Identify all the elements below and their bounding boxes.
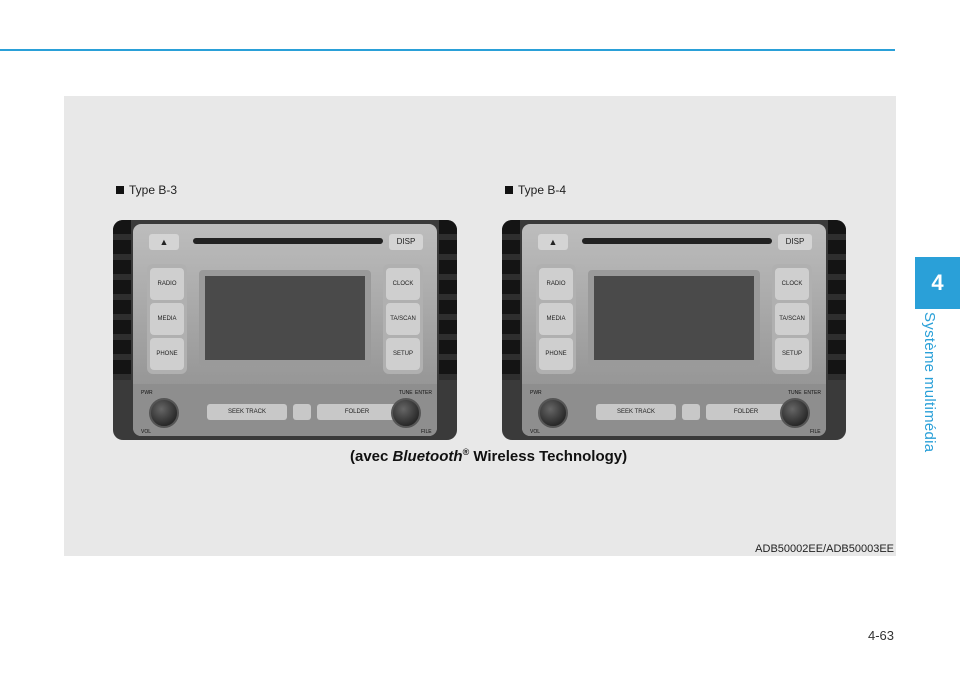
blank-button[interactable]: [682, 404, 700, 420]
air-vent: [113, 220, 131, 380]
radio-button[interactable]: RADIO: [150, 268, 184, 300]
pwr-label: PWR: [530, 390, 542, 396]
folder-button[interactable]: FOLDER: [706, 404, 786, 420]
type-label-b3: Type B-3: [116, 183, 177, 197]
disp-button[interactable]: DISP: [389, 234, 423, 250]
type-label-text: Type B-3: [129, 183, 178, 197]
enter-label: ENTER: [415, 390, 432, 396]
chapter-tab[interactable]: 4: [915, 257, 960, 309]
setup-button[interactable]: SETUP: [386, 338, 420, 370]
radio-faceplate: ▲ DISP RADIO MEDIA PHONE CLOCK TA/SCAN S…: [522, 224, 826, 436]
tune-knob[interactable]: [391, 398, 421, 428]
type-label-text: Type B-4: [518, 183, 567, 197]
radio-unit-b3: ▲ DISP RADIO MEDIA PHONE CLOCK TA/SCAN S…: [113, 220, 457, 440]
tune-label: TUNE: [788, 390, 802, 396]
pwr-label: PWR: [141, 390, 153, 396]
media-button[interactable]: MEDIA: [150, 303, 184, 335]
caption-suffix: Wireless Technology): [469, 448, 628, 465]
setup-button[interactable]: SETUP: [775, 338, 809, 370]
cd-slot: [193, 238, 383, 244]
right-button-group: CLOCK TA/SCAN SETUP: [383, 264, 423, 374]
tune-knob[interactable]: [780, 398, 810, 428]
caption-prefix: (avec: [350, 448, 393, 465]
vol-label: VOL: [530, 429, 541, 435]
air-vent: [502, 220, 520, 380]
square-bullet-icon: [116, 186, 124, 194]
figure-caption: (avec Bluetooth® Wireless Technology): [350, 447, 627, 465]
left-button-group: RADIO MEDIA PHONE: [147, 264, 187, 374]
image-code: ADB50002EE/ADB50003EE: [755, 543, 894, 555]
radio-unit-b4: ▲ DISP RADIO MEDIA PHONE CLOCK TA/SCAN S…: [502, 220, 846, 440]
left-button-group: RADIO MEDIA PHONE: [536, 264, 576, 374]
file-label: FILE: [810, 429, 821, 435]
enter-label: ENTER: [804, 390, 821, 396]
type-label-b4: Type B-4: [505, 183, 566, 197]
phone-button[interactable]: PHONE: [539, 338, 573, 370]
media-button[interactable]: MEDIA: [539, 303, 573, 335]
right-button-group: CLOCK TA/SCAN SETUP: [772, 264, 812, 374]
caption-mark: ®: [462, 447, 470, 457]
caption-brand: Bluetooth: [392, 448, 463, 465]
eject-button[interactable]: ▲: [149, 234, 179, 250]
radio-button[interactable]: RADIO: [539, 268, 573, 300]
cd-slot: [582, 238, 772, 244]
phone-button[interactable]: PHONE: [150, 338, 184, 370]
disp-button[interactable]: DISP: [778, 234, 812, 250]
seek-track-button[interactable]: SEEK TRACK: [207, 404, 287, 420]
air-vent: [439, 220, 457, 380]
square-bullet-icon: [505, 186, 513, 194]
blank-button[interactable]: [293, 404, 311, 420]
page-number: 4-63: [867, 628, 894, 643]
tune-label: TUNE: [399, 390, 413, 396]
clock-button[interactable]: CLOCK: [775, 268, 809, 300]
display-screen: [588, 270, 760, 366]
ta-scan-button[interactable]: TA/SCAN: [386, 303, 420, 335]
file-label: FILE: [421, 429, 432, 435]
radio-faceplate: ▲ DISP RADIO MEDIA PHONE CLOCK TA/SCAN S…: [133, 224, 437, 436]
seek-track-button[interactable]: SEEK TRACK: [596, 404, 676, 420]
vol-label: VOL: [141, 429, 152, 435]
top-rule: [0, 49, 895, 51]
chapter-title: Système multimédia: [921, 312, 938, 453]
volume-knob[interactable]: [149, 398, 179, 428]
display-screen: [199, 270, 371, 366]
volume-knob[interactable]: [538, 398, 568, 428]
folder-button[interactable]: FOLDER: [317, 404, 397, 420]
clock-button[interactable]: CLOCK: [386, 268, 420, 300]
ta-scan-button[interactable]: TA/SCAN: [775, 303, 809, 335]
eject-button[interactable]: ▲: [538, 234, 568, 250]
air-vent: [828, 220, 846, 380]
